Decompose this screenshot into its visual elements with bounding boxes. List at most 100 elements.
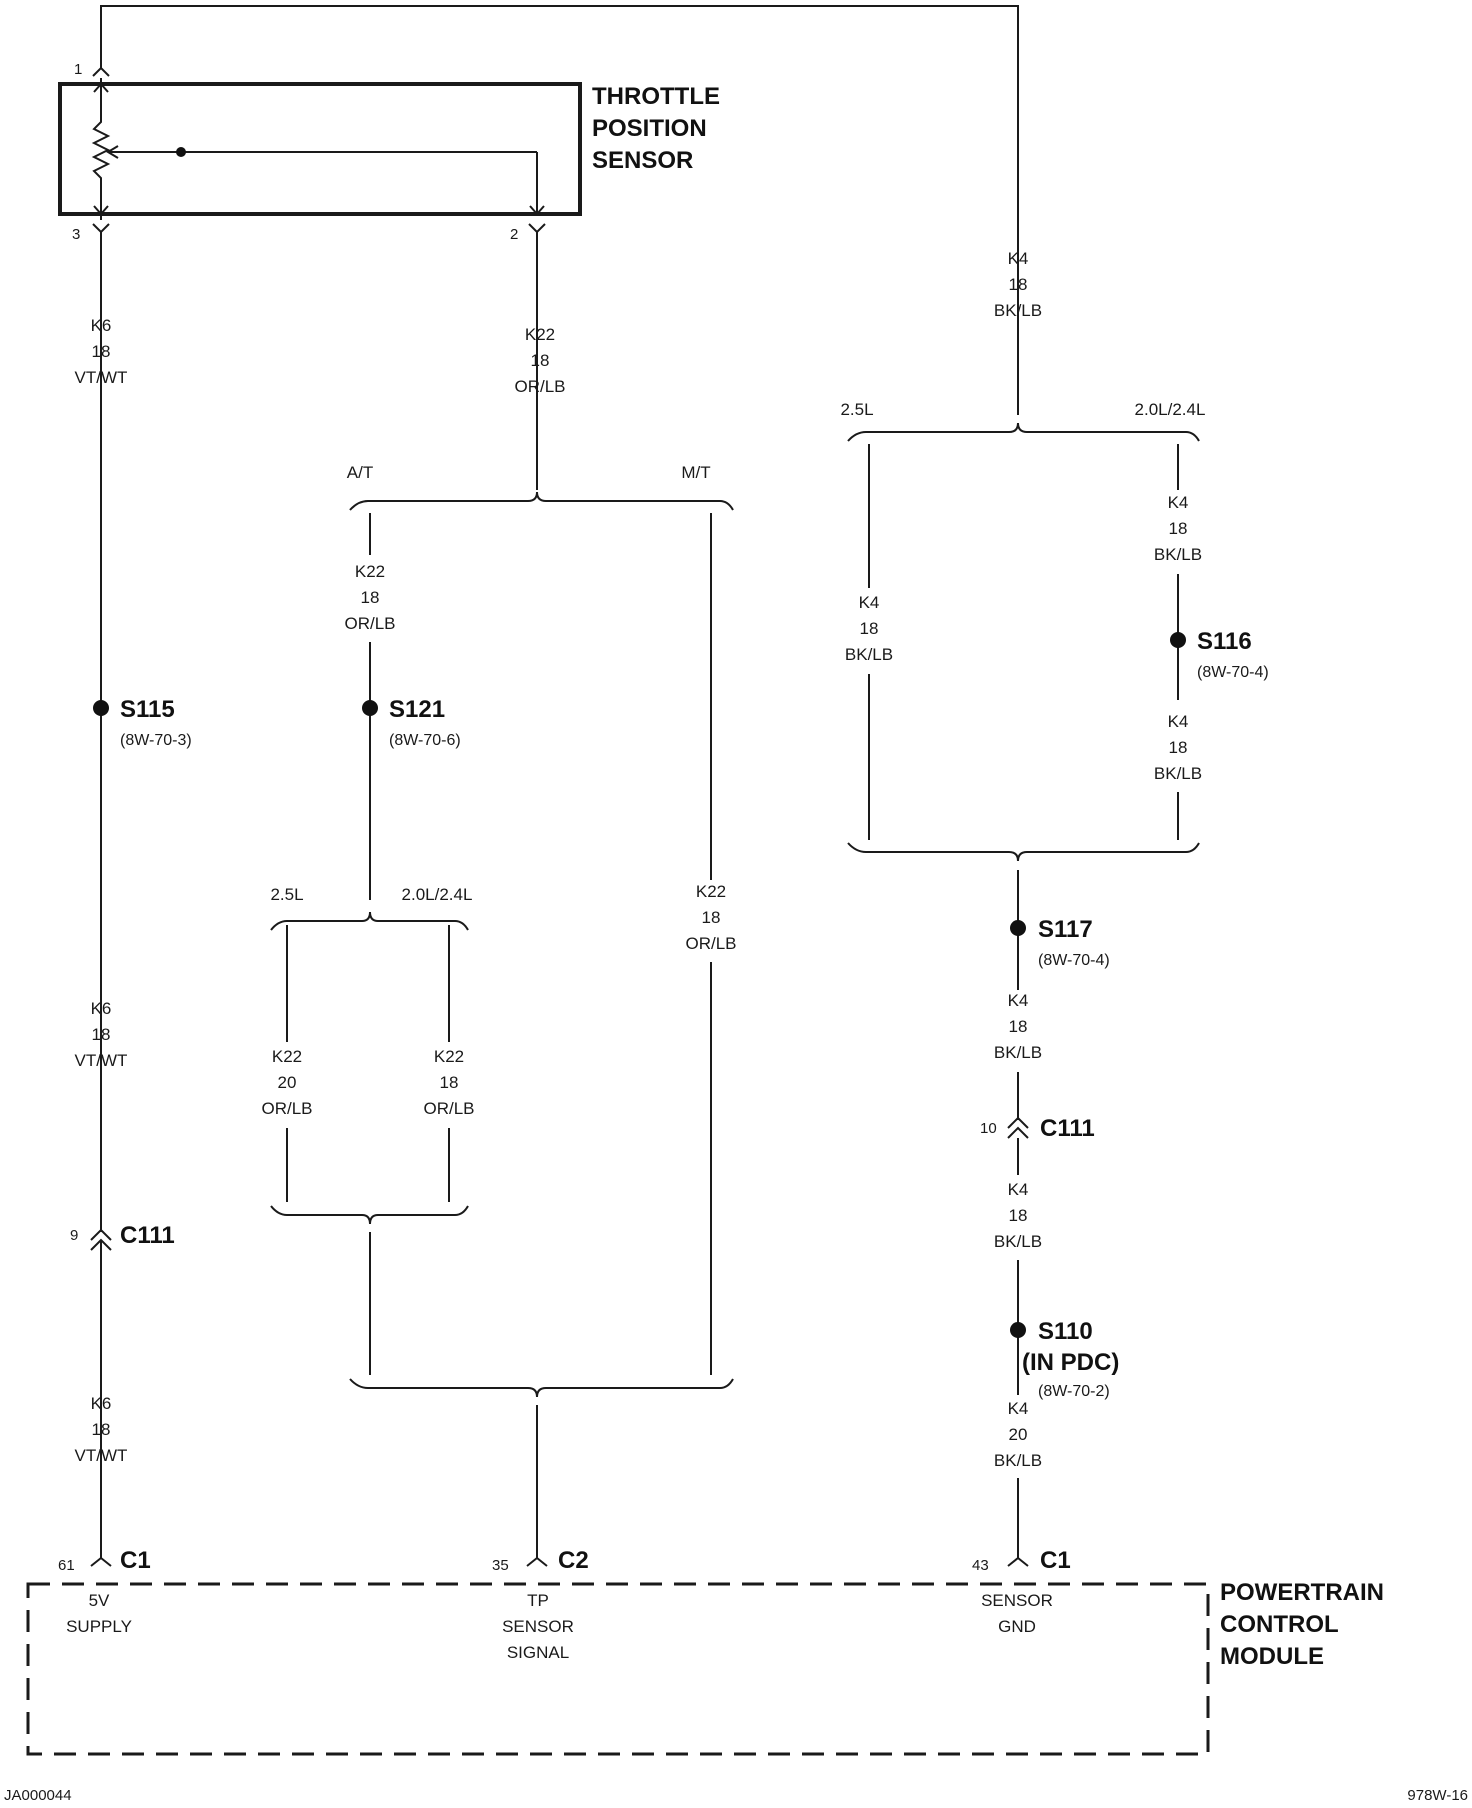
k4-wire-label-top: K4 18 BK/LB <box>994 249 1042 320</box>
k4-wire-label-c111: K4 18 BK/LB <box>994 1180 1042 1251</box>
svg-text:GND: GND <box>998 1617 1036 1636</box>
k22-engine-brace-top <box>270 911 469 931</box>
k4-wire-label-s117: K4 18 BK/LB <box>994 991 1042 1062</box>
svg-text:18: 18 <box>1009 1206 1028 1225</box>
tps-box <box>58 82 582 216</box>
pcm-c2: C2 <box>558 1547 589 1574</box>
svg-text:K22: K22 <box>696 882 726 901</box>
option-at: A/T <box>347 463 373 482</box>
svg-text:BK/LB: BK/LB <box>994 1451 1042 1470</box>
at-mt-merge-brace <box>349 1378 734 1398</box>
k4-engine-brace-bottom <box>847 842 1200 862</box>
k4-top-wire <box>100 5 1019 415</box>
c111-connector-left: C111 <box>120 1222 175 1249</box>
k6-wire-label-mid: K6 18 VT/WT <box>75 999 128 1070</box>
svg-text:K4: K4 <box>1008 991 1029 1010</box>
splice-s115-dot <box>93 700 109 716</box>
svg-text:VT/WT: VT/WT <box>75 1051 128 1070</box>
svg-text:BK/LB: BK/LB <box>1154 764 1202 783</box>
svg-text:K4: K4 <box>1008 1180 1029 1199</box>
pcm-label: POWERTRAIN CONTROL MODULE <box>1220 1579 1384 1670</box>
splice-s110: S110 <box>1038 1318 1093 1345</box>
terminal-35-label: TP SENSOR SIGNAL <box>502 1591 574 1662</box>
svg-text:K4: K4 <box>1168 712 1189 731</box>
svg-text:18: 18 <box>92 1420 111 1439</box>
k4-wire-label-20l-a: K4 18 BK/LB <box>1154 493 1202 564</box>
splice-s110-location: (IN PDC) <box>1022 1349 1119 1376</box>
option-k4-25l: 2.5L <box>840 400 873 419</box>
pcm-box <box>26 1582 1210 1756</box>
svg-text:K6: K6 <box>91 999 112 1018</box>
option-k22-25l: 2.5L <box>270 885 303 904</box>
pcm-pin-35: 35 <box>492 1557 509 1574</box>
svg-text:BK/LB: BK/LB <box>994 1043 1042 1062</box>
svg-text:18: 18 <box>92 342 111 361</box>
c111-connector-right: C111 <box>1040 1115 1095 1142</box>
k22-engine-brace-bottom <box>270 1205 469 1225</box>
svg-text:VT/WT: VT/WT <box>75 368 128 387</box>
option-k4-20l: 2.0L/2.4L <box>1135 400 1206 419</box>
pcm-c1-right: C1 <box>1040 1547 1071 1574</box>
k4-engine-brace-top <box>847 422 1200 442</box>
svg-text:BK/LB: BK/LB <box>994 1232 1042 1251</box>
svg-text:18: 18 <box>361 588 380 607</box>
svg-text:18: 18 <box>92 1025 111 1044</box>
svg-text:K6: K6 <box>91 1394 112 1413</box>
splice-s116-dot <box>1170 632 1186 648</box>
svg-text:SENSOR: SENSOR <box>502 1617 574 1636</box>
svg-text:18: 18 <box>860 619 879 638</box>
k4-wire-label-bot: K4 20 BK/LB <box>994 1399 1042 1470</box>
svg-text:BK/LB: BK/LB <box>994 301 1042 320</box>
pcm-pin-43: 43 <box>972 1557 989 1574</box>
svg-text:TP: TP <box>527 1591 549 1610</box>
svg-text:BK/LB: BK/LB <box>1154 545 1202 564</box>
k4-wire-label-25l: K4 18 BK/LB <box>845 593 893 664</box>
svg-text:18: 18 <box>1169 519 1188 538</box>
splice-s117-ref: (8W-70-4) <box>1038 952 1110 969</box>
option-k22-20l: 2.0L/2.4L <box>402 885 473 904</box>
potentiometer-symbol <box>91 78 545 220</box>
svg-text:VT/WT: VT/WT <box>75 1446 128 1465</box>
svg-text:POWERTRAIN: POWERTRAIN <box>1220 1579 1384 1606</box>
option-mt: M/T <box>681 463 710 482</box>
splice-s110-dot <box>1010 1322 1026 1338</box>
footer-right-code: 978W-16 <box>1407 1787 1468 1804</box>
tps-pin-1: 1 <box>74 61 82 78</box>
svg-text:THROTTLE: THROTTLE <box>592 83 720 110</box>
k22-wire-label-mt: K22 18 OR/LB <box>685 882 736 953</box>
svg-text:OR/LB: OR/LB <box>685 934 736 953</box>
svg-text:K22: K22 <box>525 325 555 344</box>
svg-text:K22: K22 <box>272 1047 302 1066</box>
k22-wire-label-top: K22 18 OR/LB <box>514 325 565 396</box>
c111-pin-10: 10 <box>980 1120 997 1137</box>
tps-pin-2: 2 <box>510 226 518 243</box>
svg-text:K22: K22 <box>355 562 385 581</box>
svg-text:18: 18 <box>531 351 550 370</box>
svg-text:MODULE: MODULE <box>1220 1643 1324 1670</box>
tps-pin-3: 3 <box>72 226 80 243</box>
k22-wire-label-at: K22 18 OR/LB <box>344 562 395 633</box>
svg-text:K4: K4 <box>1008 249 1029 268</box>
svg-text:K4: K4 <box>859 593 880 612</box>
svg-text:18: 18 <box>1009 1017 1028 1036</box>
svg-text:OR/LB: OR/LB <box>261 1099 312 1118</box>
svg-text:18: 18 <box>1169 738 1188 757</box>
footer-left-code: JA000044 <box>4 1787 72 1804</box>
svg-text:5V: 5V <box>89 1591 110 1610</box>
pcm-pin-61: 61 <box>58 1557 75 1574</box>
c111-pin-9: 9 <box>70 1227 78 1244</box>
svg-text:20: 20 <box>278 1073 297 1092</box>
svg-text:K22: K22 <box>434 1047 464 1066</box>
svg-text:K6: K6 <box>91 316 112 335</box>
svg-text:K4: K4 <box>1168 493 1189 512</box>
splice-s121: S121 <box>389 696 445 723</box>
splice-s115-ref: (8W-70-3) <box>120 732 192 749</box>
k22-wire-label-25l: K22 20 OR/LB <box>261 1047 312 1118</box>
svg-text:CONTROL: CONTROL <box>1220 1611 1339 1638</box>
svg-text:SUPPLY: SUPPLY <box>66 1617 132 1636</box>
svg-text:OR/LB: OR/LB <box>514 377 565 396</box>
svg-text:POSITION: POSITION <box>592 115 707 142</box>
svg-text:SIGNAL: SIGNAL <box>507 1643 569 1662</box>
splice-s116: S116 <box>1197 628 1252 655</box>
